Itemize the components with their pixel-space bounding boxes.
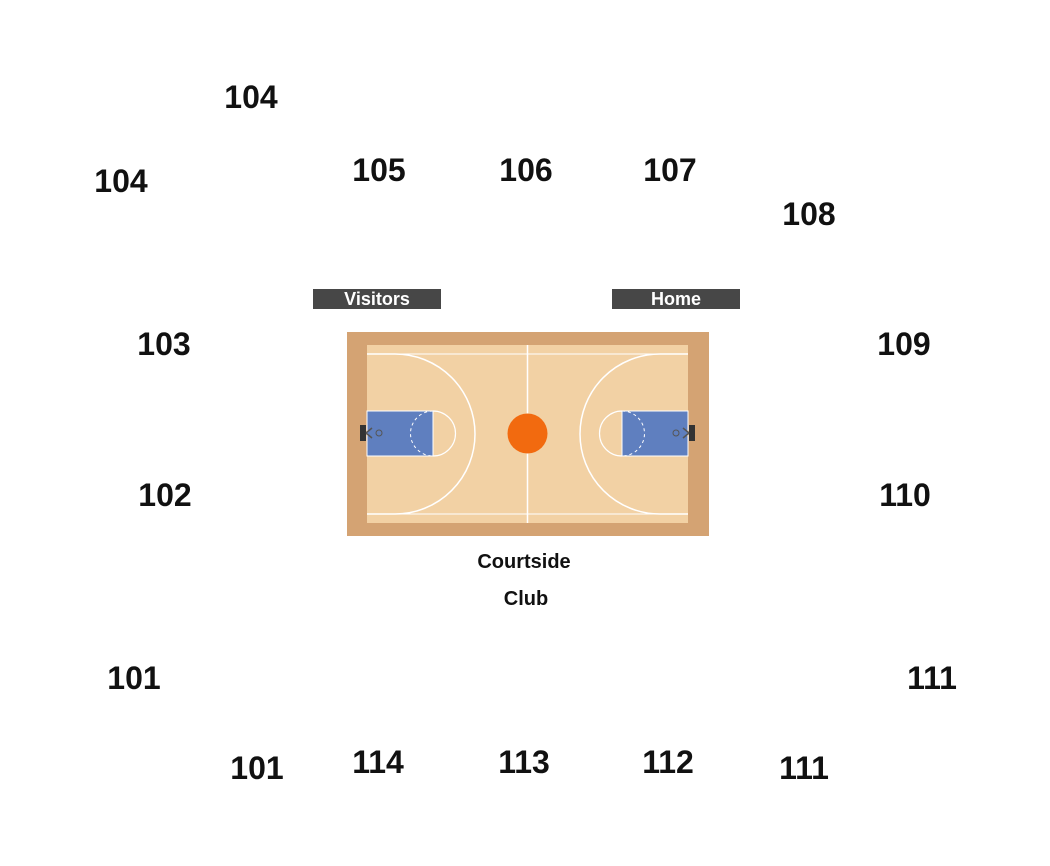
key-right bbox=[621, 410, 689, 457]
basketball-hoop-icon bbox=[672, 425, 695, 441]
basketball-icon bbox=[507, 413, 548, 454]
three-point-arc-left bbox=[367, 353, 476, 515]
key-left bbox=[366, 410, 434, 457]
section-101[interactable]: 101 bbox=[230, 750, 284, 786]
section-106[interactable]: 106 bbox=[499, 152, 553, 188]
home-bench-label: Home bbox=[612, 289, 740, 309]
three-point-arc-right bbox=[579, 353, 688, 515]
free-throw-arc-left bbox=[432, 410, 457, 457]
section-105[interactable]: 105 bbox=[352, 152, 406, 188]
section-114[interactable]: 114 bbox=[352, 744, 404, 780]
section-101[interactable]: 101 bbox=[107, 660, 161, 696]
section-111[interactable]: 111 bbox=[779, 750, 829, 786]
courtside-club-label-line2[interactable]: Club bbox=[503, 588, 549, 610]
courtside-club-label-line1[interactable]: Courtside bbox=[477, 551, 571, 573]
section-112[interactable]: 112 bbox=[642, 744, 694, 780]
section-107[interactable]: 107 bbox=[643, 152, 697, 188]
section-104[interactable]: 104 bbox=[94, 163, 148, 199]
free-throw-arc-right-dashed bbox=[621, 410, 645, 457]
section-113[interactable]: 113 bbox=[498, 744, 550, 780]
basketball-hoop-icon bbox=[360, 425, 383, 441]
free-throw-arc-left-dashed bbox=[410, 410, 434, 457]
section-104[interactable]: 104 bbox=[224, 79, 278, 115]
section-110[interactable]: 110 bbox=[879, 477, 931, 513]
section-103[interactable]: 103 bbox=[137, 326, 191, 362]
visitors-bench-label: Visitors bbox=[313, 289, 441, 309]
section-111[interactable]: 111 bbox=[907, 660, 957, 696]
section-102[interactable]: 102 bbox=[138, 477, 192, 513]
section-109[interactable]: 109 bbox=[877, 326, 931, 362]
free-throw-arc-right bbox=[598, 410, 623, 457]
section-108[interactable]: 108 bbox=[782, 196, 836, 232]
